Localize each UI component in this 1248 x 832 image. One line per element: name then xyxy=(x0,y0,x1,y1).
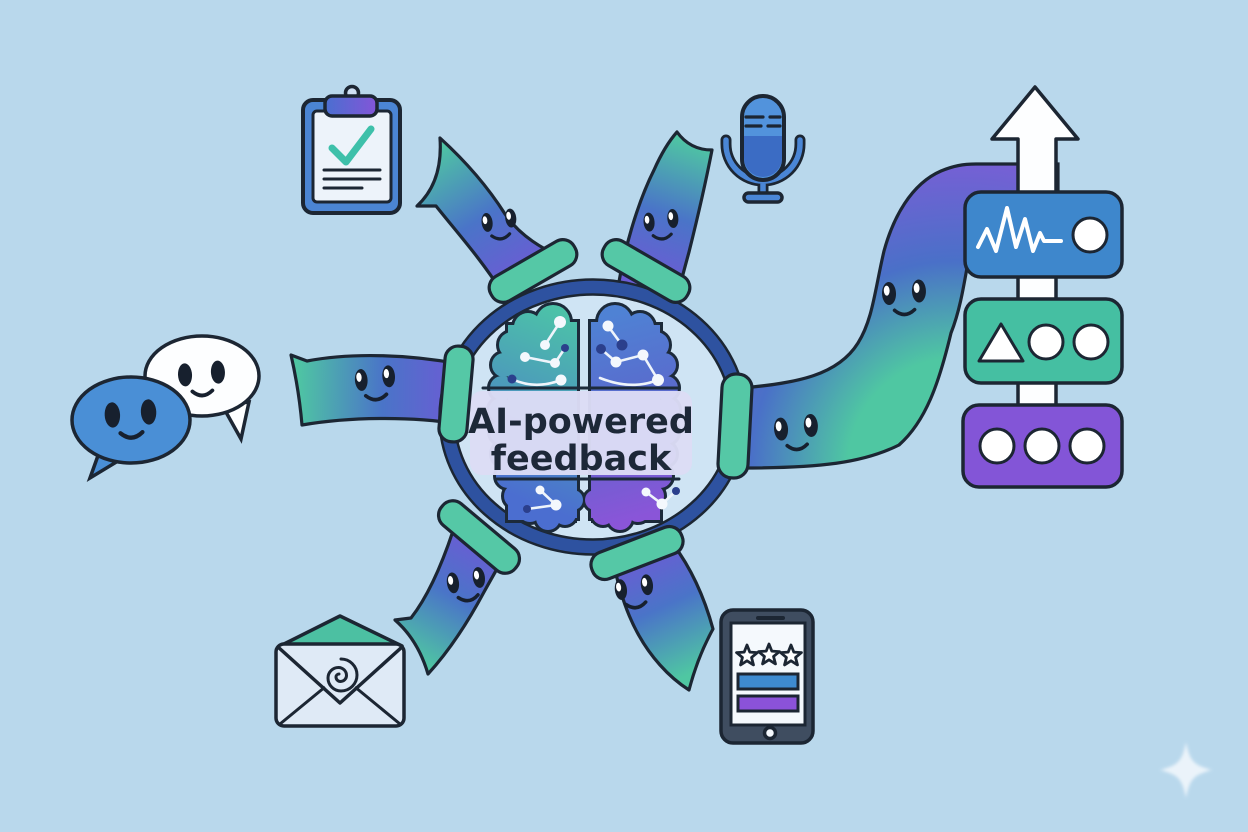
sparkle-icon xyxy=(1160,742,1212,798)
mobile-rating-icon xyxy=(719,608,815,745)
tentacle-cuffs xyxy=(436,238,754,582)
title-band xyxy=(470,391,692,475)
cuff xyxy=(436,499,522,575)
mic-base xyxy=(742,191,784,204)
card-dots xyxy=(961,403,1124,489)
microphone-icon xyxy=(720,94,806,204)
cuff xyxy=(437,344,475,444)
card-circle xyxy=(1072,323,1110,361)
insight-cards-icon xyxy=(961,190,1124,489)
card-circle xyxy=(1023,427,1061,465)
mic-grill-lines xyxy=(744,115,782,128)
checkmark-icon xyxy=(328,125,375,166)
tentacle-bottom-left xyxy=(393,529,510,676)
rating-stars xyxy=(735,642,803,667)
chat-bubbles-icon xyxy=(70,334,261,483)
center-title-line2: feedback xyxy=(491,439,672,479)
triangle-icon xyxy=(977,322,1025,363)
cuff xyxy=(487,238,579,304)
tentacle-bottom-right xyxy=(611,542,715,692)
checklist-lines xyxy=(322,168,382,190)
card-circle xyxy=(1027,323,1065,361)
cuff xyxy=(600,238,692,304)
mic-capsule-bottom xyxy=(744,136,782,177)
card-circle xyxy=(978,427,1016,465)
center-title-line1: AI-powered xyxy=(468,402,694,442)
phone-home-button xyxy=(762,725,778,741)
tentacle-left xyxy=(289,353,462,427)
rating-bar-blue xyxy=(736,672,800,691)
envelope-bottom-folds xyxy=(279,685,401,726)
title-band-rules xyxy=(481,386,681,481)
card-circle xyxy=(1071,216,1109,254)
star-icon xyxy=(779,643,803,667)
tentacle-top-right xyxy=(616,130,714,289)
waveform-line xyxy=(976,206,1063,253)
envelope-spiral xyxy=(326,657,359,693)
rating-bar-purple xyxy=(736,694,800,713)
envelope-fold xyxy=(276,645,404,705)
blue-bubble xyxy=(70,375,192,465)
clipboard-checklist-icon xyxy=(301,84,402,215)
envelope-icon xyxy=(274,614,406,728)
card-waveform xyxy=(963,190,1124,279)
envelope-body xyxy=(274,642,406,728)
brain-network xyxy=(507,316,680,513)
cuff xyxy=(716,372,754,480)
card-shapes xyxy=(963,297,1124,385)
star-icon xyxy=(735,643,759,667)
tentacle-top-left xyxy=(415,136,566,294)
tentacles xyxy=(289,130,715,692)
cuff xyxy=(589,524,685,582)
star-icon xyxy=(757,642,781,666)
card-circle xyxy=(1068,427,1106,465)
phone-speaker xyxy=(756,616,785,620)
brain-hub: AI-powered feedback xyxy=(438,278,748,556)
clipboard-clip xyxy=(323,94,379,118)
